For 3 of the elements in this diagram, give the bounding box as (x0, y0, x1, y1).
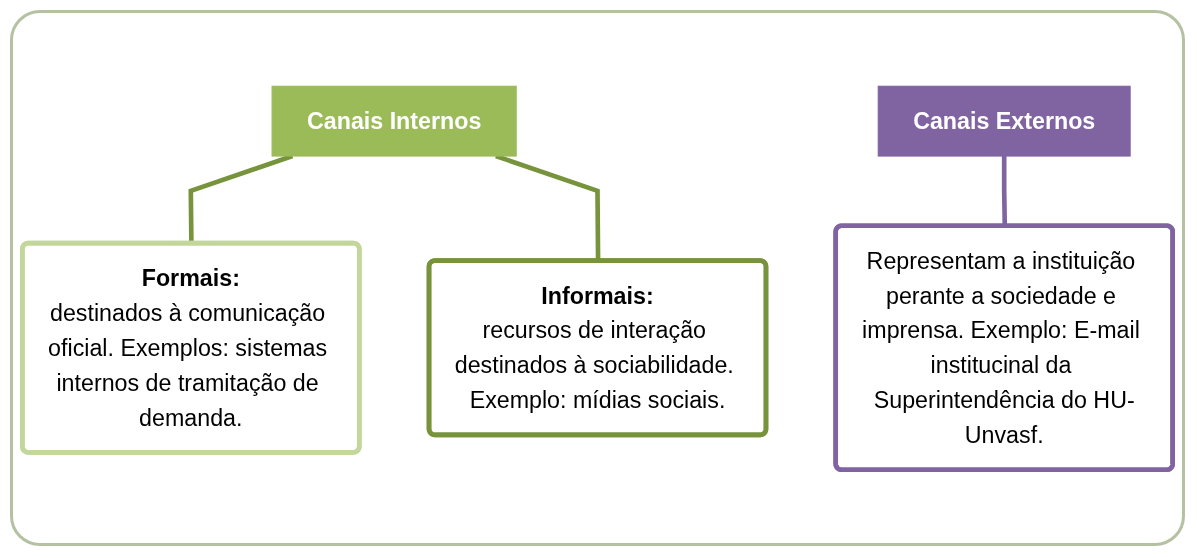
panel-frame: Canais Internos Formais: destinados à comunicação oficial. Exemplos: sistemas internos de tramitação de demanda. Informais: recursos de interação destinados à sociabilidade. Exemplo: mídias sociais. Canais Externos Representam a instituição perante a sociedade e imprensa. Exemplo: E-mail institucinal da Superintendência do HU-Unvasf. (10, 10, 1185, 546)
node-box (271, 85, 517, 157)
node-box (877, 85, 1131, 157)
